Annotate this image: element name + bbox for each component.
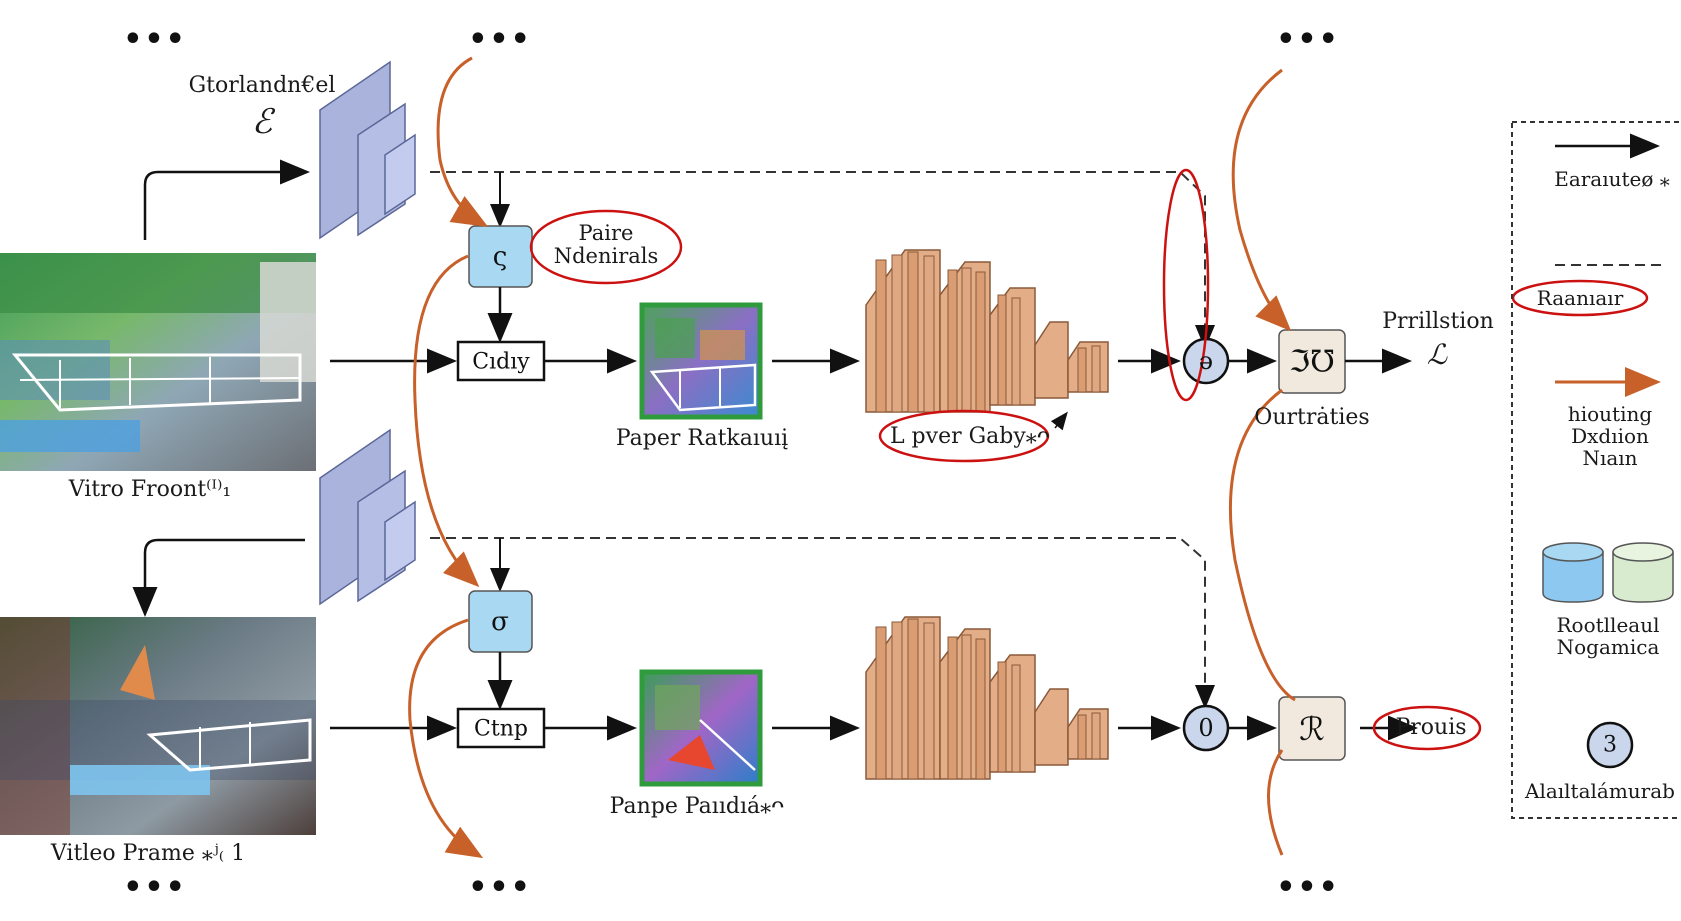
encoder-symbol: ℰ: [251, 102, 273, 142]
ellipsis-top-left: •••: [123, 22, 187, 57]
arrow-to-stack-top: [143, 159, 310, 240]
red-annotations: [529, 168, 1649, 751]
crop-top-label: Cıdıy: [472, 349, 530, 375]
head-bottom-symbol: ℛ: [1299, 710, 1325, 748]
ellipsis-top-mid: •••: [468, 22, 532, 57]
video-frame-top-caption: Vitro Froont⁽ᴵ⁾₁: [68, 477, 232, 502]
legend-circle: [1586, 721, 1634, 769]
ellipsis-bottom-mid: •••: [468, 870, 532, 905]
encoder-stack-caption: L pver Gaby⁎ᴖ: [889, 424, 1051, 449]
encoder-label: Gtorlandn€el: [188, 73, 336, 98]
patch-bottom-caption: Panpe Paııdıá⁎ᴖ: [609, 794, 785, 819]
orange-flow-lines: [408, 56, 1296, 859]
head-top-caption: Ourtrȧties: [1254, 405, 1370, 430]
fusion-bottom-symbol: 0: [1198, 714, 1214, 742]
prediction-top-symbol: ℒ: [1426, 338, 1448, 371]
head-box-bottom: [1278, 696, 1346, 761]
video-frame-top: [0, 253, 316, 471]
video-frame-bottom: [0, 617, 316, 835]
legend-item-cylinders: Rootlleaul Nogamica: [1556, 613, 1660, 659]
patch-image-top: [639, 302, 763, 420]
crop-bottom-label: Ctnp: [474, 716, 528, 742]
dashed-skip-top: [430, 171, 1215, 349]
feature-stack-top: [319, 60, 416, 240]
legend-box: [1511, 121, 1681, 819]
dashed-skip-bottom: [430, 537, 1215, 709]
feature-stack-bottom: [319, 428, 416, 606]
video-frame-bottom-caption: Vitleo Prame ⁎ʲ₍ 1: [50, 841, 246, 866]
legend-item-orange-arrow: hiouting Dxdıion Nıaın: [1567, 402, 1653, 470]
legend-item-circle: Alaıltalámurab: [1525, 779, 1675, 803]
legend-circle-symbol: 3: [1603, 732, 1617, 758]
arrow-from-stack-bottom: [132, 538, 305, 617]
ellipsis-bottom-left: •••: [123, 870, 187, 905]
fusion-top-symbol: ə: [1198, 347, 1214, 375]
head-top-symbol: ℑ℧: [1289, 344, 1335, 380]
patch-image-bottom: [639, 669, 763, 787]
encoder-stack-top: [865, 249, 1109, 413]
legend-cylinders: [1542, 542, 1674, 603]
ellipsis-top-right: •••: [1276, 22, 1340, 57]
patch-top-caption: Paper Ratkaıuıį: [615, 426, 789, 451]
sigma-bottom-symbol: σ: [491, 607, 509, 637]
annotation-top: Paire Ndenirals: [553, 221, 659, 269]
ellipsis-bottom-right: •••: [1276, 870, 1340, 905]
prediction-bottom-label: Prouis: [1395, 715, 1467, 740]
prediction-top-label: Prrillstion: [1382, 309, 1494, 334]
sigma-top-symbol: ς: [492, 242, 508, 272]
encoder-stack-bottom: [865, 616, 1109, 780]
legend-item-solid-arrow: Earaıuteø ⁎: [1554, 167, 1670, 191]
legend-item-dashed-arrow: Raanıaır: [1536, 286, 1624, 310]
